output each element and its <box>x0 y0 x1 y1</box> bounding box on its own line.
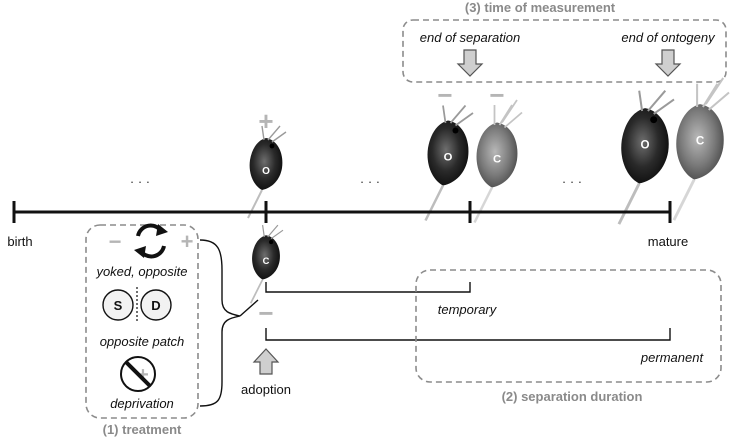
yoked-label: yoked, opposite <box>95 264 187 279</box>
end-of-ontogeny-label: end of ontogeny <box>621 30 716 45</box>
companion-label: C <box>263 256 270 266</box>
patch-d-circle <box>140 289 172 321</box>
brace-connector <box>239 299 259 317</box>
daphnia-own-adoption: O <box>247 125 287 219</box>
end-of-ontogeny-arrow <box>654 49 682 77</box>
patch-s-circle <box>102 289 134 321</box>
permanent-label: permanent <box>640 350 705 365</box>
patch-s-label: S <box>114 298 123 313</box>
daphnia-own-mature: O <box>617 89 676 226</box>
own-label: O <box>444 152 453 164</box>
treatment-brace <box>199 239 241 407</box>
companion-label: C <box>493 154 501 166</box>
adoption-arrow <box>252 348 280 375</box>
plus-sign-yoked: + <box>181 229 194 254</box>
deprivation-sign: + <box>137 364 149 386</box>
deprivation-label: deprivation <box>110 396 174 411</box>
daphnia-own-separation: O <box>424 104 475 222</box>
adoption-label: adoption <box>241 382 291 397</box>
deprivation-icon: + <box>120 356 156 392</box>
minus-sign-own-separation: − <box>437 80 452 110</box>
separation-title: (2) separation duration <box>502 389 643 404</box>
separation-box <box>415 269 722 383</box>
temporary-bracket <box>265 282 471 293</box>
patch-label: opposite patch <box>100 334 185 349</box>
treatment-title: (1) treatment <box>103 422 182 437</box>
measurement-box <box>402 19 727 83</box>
treatment-box <box>85 224 199 419</box>
daphnia-companion-mature: C <box>672 76 731 222</box>
measurement-title: (3) time of measurement <box>465 0 616 15</box>
end-of-separation-arrow <box>456 49 484 77</box>
ellipsis-1: · · · <box>130 174 150 189</box>
cycle-arrows-icon <box>134 223 168 259</box>
daphnia-companion-separation: C <box>473 98 524 224</box>
own-label: O <box>262 166 270 177</box>
ellipsis-2: · · · <box>360 174 380 189</box>
companion-label: C <box>696 135 705 148</box>
patch-d-label: D <box>151 298 160 313</box>
birth-label: birth <box>7 234 32 249</box>
own-label: O <box>640 139 649 152</box>
plus-sign-adoption: + <box>258 106 273 136</box>
end-of-separation-label: end of separation <box>420 30 520 45</box>
daphnia-companion-adoption: C <box>249 224 284 305</box>
permanent-bracket <box>265 328 671 341</box>
temporary-label: temporary <box>438 302 498 317</box>
ellipsis-3: · · · <box>562 174 582 189</box>
mature-label: mature <box>648 234 688 249</box>
minus-sign-adoption: − <box>258 298 273 328</box>
minus-sign-companion-separation: − <box>489 80 504 110</box>
minus-sign-yoked: − <box>109 229 122 254</box>
